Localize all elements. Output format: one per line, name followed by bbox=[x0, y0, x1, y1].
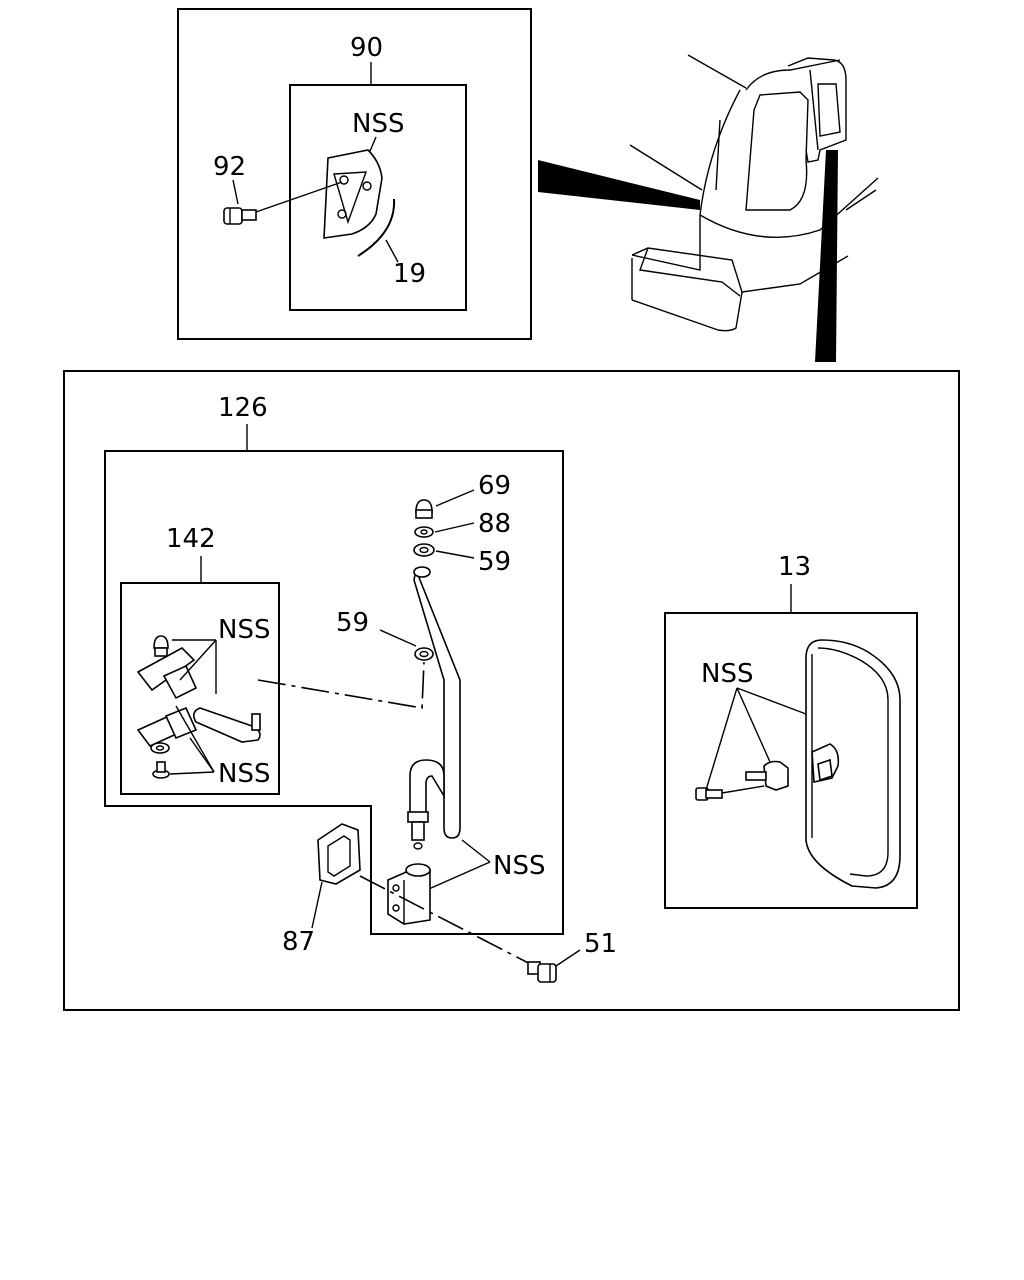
bracket-142-panel: 142 NSS NSS bbox=[120, 524, 280, 795]
leader-wedge-left bbox=[538, 160, 700, 210]
washer-59-top bbox=[413, 543, 435, 557]
assembly-126-frame bbox=[104, 450, 564, 935]
label-nss-top: NSS bbox=[352, 109, 404, 139]
assembly-90-panel: 90 NSS 19 92 bbox=[177, 8, 532, 340]
label-13: 13 bbox=[778, 552, 811, 582]
label-88: 88 bbox=[478, 509, 511, 539]
label-69: 69 bbox=[478, 471, 511, 501]
cap-nut-69 bbox=[415, 499, 433, 519]
label-nss-mirror: NSS bbox=[701, 659, 753, 689]
assembly-90-outer-frame bbox=[177, 8, 532, 340]
mirror-base-bracket bbox=[387, 863, 431, 925]
label-19: 19 bbox=[393, 259, 426, 289]
mirror-screw bbox=[695, 785, 765, 801]
label-142: 142 bbox=[166, 524, 216, 554]
assembly-126-panel: 126 69 88 59 59 bbox=[104, 393, 564, 935]
label-51: 51 bbox=[584, 929, 617, 959]
label-nss-bracket-top: NSS bbox=[218, 615, 270, 645]
washer-88 bbox=[414, 526, 434, 538]
washer-59-mid bbox=[414, 647, 434, 661]
mirror-mount bbox=[811, 743, 840, 783]
mirror-base-plate bbox=[323, 149, 383, 239]
label-87: 87 bbox=[282, 927, 315, 957]
leader-wedge-right bbox=[815, 150, 838, 362]
label-90: 90 bbox=[350, 33, 383, 63]
label-nss-bracket-bottom: NSS bbox=[218, 759, 270, 789]
bracket-washer bbox=[150, 742, 170, 754]
screw-51 bbox=[527, 961, 557, 983]
bracket-142-frame bbox=[120, 582, 280, 795]
mirror-13-panel: 13 NSS bbox=[664, 552, 918, 909]
assembly-90-inner-frame bbox=[289, 84, 467, 311]
vehicle-cab-view bbox=[538, 54, 879, 362]
bracket-upper-plate bbox=[136, 647, 196, 692]
label-126: 126 bbox=[218, 393, 268, 423]
bracket-arm bbox=[192, 707, 261, 743]
pad-87 bbox=[317, 823, 361, 885]
mirror-head bbox=[805, 639, 901, 889]
bolt-92 bbox=[223, 181, 343, 225]
bracket-cap bbox=[153, 635, 169, 649]
label-59-top: 59 bbox=[478, 547, 511, 577]
seal-19 bbox=[357, 198, 396, 257]
mirror-joint bbox=[745, 760, 789, 791]
label-92: 92 bbox=[213, 152, 246, 182]
label-59-mid: 59 bbox=[336, 608, 369, 638]
label-nss-stay: NSS bbox=[493, 851, 545, 881]
main-assembly-frame bbox=[63, 370, 960, 1011]
bracket-screw bbox=[152, 761, 170, 779]
mirror-stay-rod bbox=[407, 566, 461, 850]
